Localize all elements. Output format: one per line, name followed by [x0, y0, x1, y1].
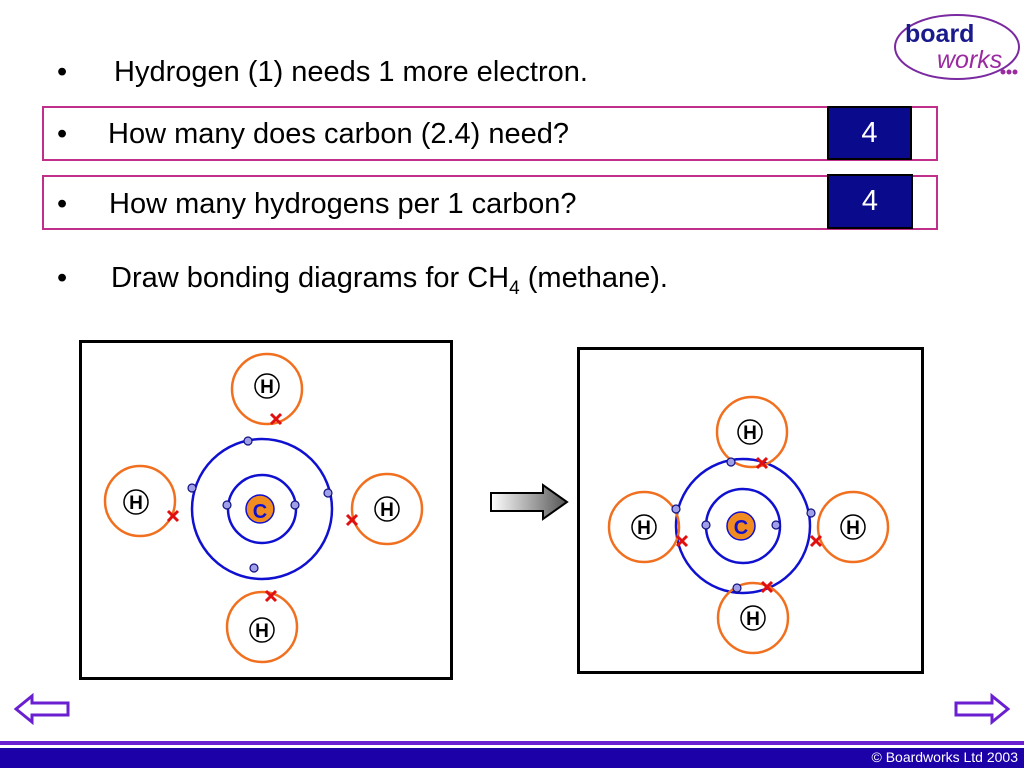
svg-text:H: H: [746, 609, 760, 630]
hydrogen-atom-bottom: H: [716, 580, 790, 655]
electron: [222, 500, 232, 510]
bullet-text: Draw bonding diagrams for CH4 (methane).: [111, 261, 668, 306]
electron: [290, 500, 300, 510]
svg-text:H: H: [743, 423, 757, 444]
question-box-hydrogens: [42, 175, 938, 230]
methane-atoms-diagram: C H H H H: [103, 352, 424, 664]
methane-bonded-diagram: C H H H H: [607, 395, 890, 655]
electron: [187, 483, 197, 493]
hydrogen-atom-right: H: [806, 490, 890, 564]
svg-text:H: H: [846, 518, 860, 539]
hydrogen-atom-top: H: [715, 395, 789, 470]
answer-box-carbon[interactable]: 4: [827, 106, 912, 160]
footer: © Boardworks Ltd 2003: [0, 748, 1024, 768]
hydrogen-atom-right: H: [345, 472, 424, 546]
diagram-panel-bonded-methane: C H H H H: [577, 347, 924, 674]
question-box-carbon: [42, 106, 938, 161]
bullet-symbol: •: [57, 118, 68, 150]
footer-divider: [0, 741, 1024, 745]
answer-box-hydrogens[interactable]: 4: [827, 174, 913, 229]
previous-slide-button[interactable]: [13, 692, 70, 726]
bullet-symbol: •: [57, 188, 68, 220]
carbon-label: C: [734, 517, 748, 539]
svg-text:H: H: [129, 493, 143, 514]
svg-text:board: board: [905, 20, 974, 48]
carbon-nucleus: [726, 511, 756, 541]
svg-text:works: works: [937, 46, 1002, 74]
right-arrow-icon: [954, 692, 1011, 726]
bullet-text: Hydrogen (1) needs 1 more electron.: [114, 56, 588, 88]
electron: [701, 520, 711, 530]
electron: [243, 436, 253, 446]
carbon-outer-shell: [190, 437, 334, 581]
electron: [249, 563, 259, 573]
bullet-symbol: •: [57, 262, 68, 294]
formula-text: Draw bonding diagrams for CH: [111, 262, 510, 294]
next-slide-button[interactable]: [954, 692, 1011, 726]
electron: [323, 488, 333, 498]
bullet-text: How many does carbon (2.4) need?: [108, 118, 570, 150]
hydrogen-atom-bottom: H: [225, 589, 299, 664]
carbon-nucleus: [245, 494, 275, 524]
hydrogen-atom-left: H: [607, 490, 689, 564]
svg-text:H: H: [255, 621, 269, 642]
formula-subscript: 4: [509, 277, 520, 299]
right-block-arrow-icon: [489, 483, 569, 521]
formula-name: (methane).: [519, 262, 668, 294]
boardworks-logo: board works: [893, 12, 1021, 82]
bullet-symbol: •: [57, 56, 68, 88]
copyright-text: © Boardworks Ltd 2003: [871, 749, 1018, 765]
hydrogen-atom-left: H: [103, 464, 180, 538]
hydrogen-atom-top: H: [230, 352, 304, 426]
svg-text:H: H: [380, 500, 394, 521]
carbon-outer-shell: [674, 457, 812, 595]
svg-text:H: H: [637, 518, 651, 539]
electron: [771, 520, 781, 530]
left-arrow-icon: [13, 692, 70, 726]
svg-text:H: H: [260, 377, 274, 398]
bullet-text: How many hydrogens per 1 carbon?: [109, 188, 577, 220]
carbon-label: C: [253, 501, 267, 523]
diagram-panel-separate-atoms: C H H H H: [79, 340, 453, 680]
